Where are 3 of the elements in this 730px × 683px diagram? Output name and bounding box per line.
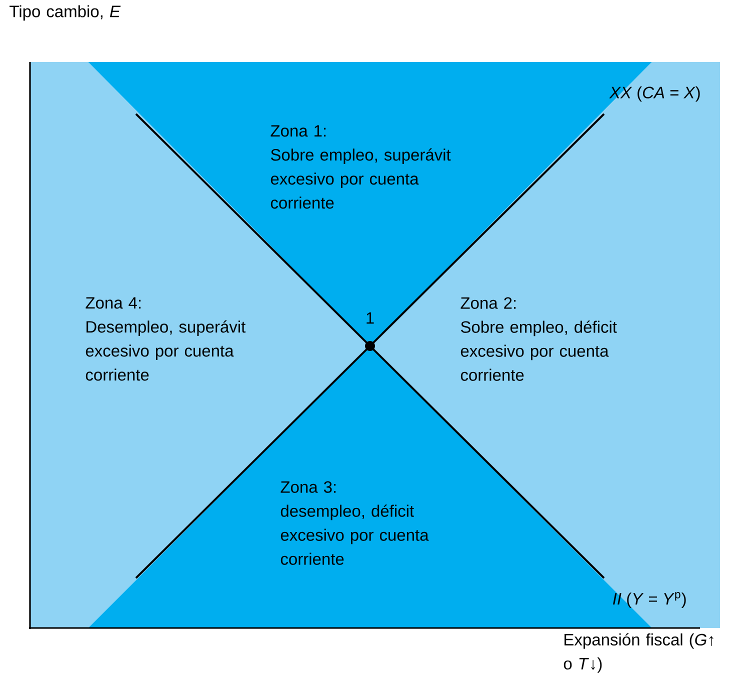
axis-label: Tipo cambio, E [10,5,121,21]
curve-label: II (Y = Y$^{p}$) [613,592,686,608]
axis-label: Expansión fiscal (G↑ o T↓) [564,633,714,673]
